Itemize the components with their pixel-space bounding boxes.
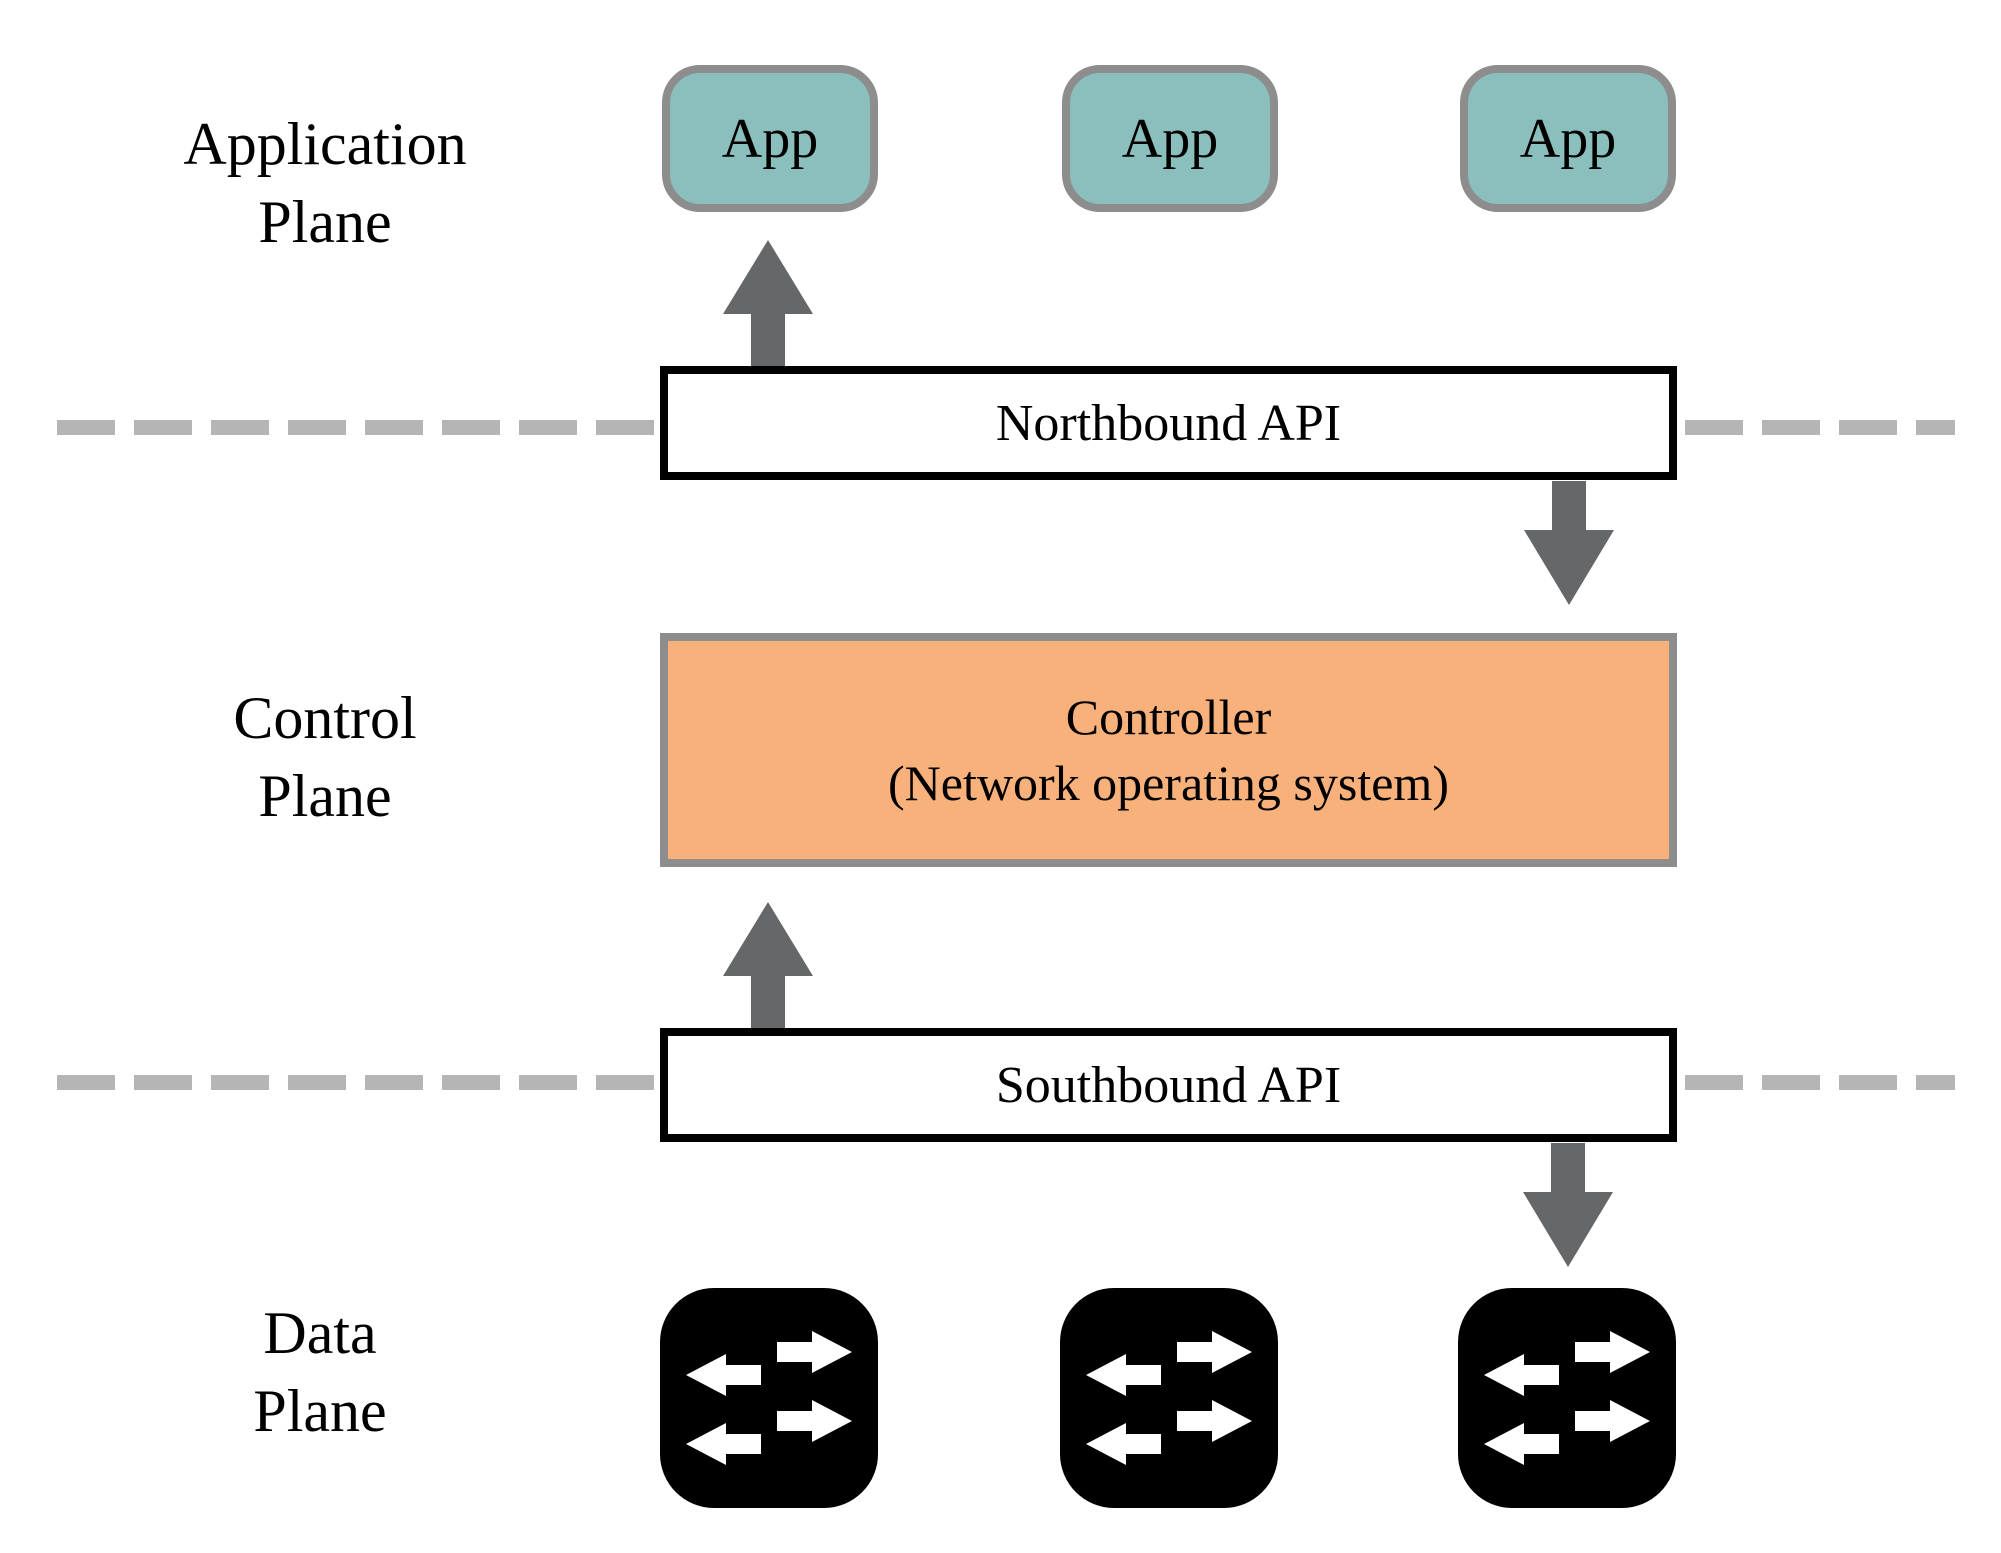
app-box: App [662, 65, 878, 212]
controller-box: Controller (Network operating system) [660, 633, 1677, 867]
down-arrow-icon [1523, 1143, 1613, 1267]
app-box: App [1460, 65, 1676, 212]
controller-sublabel: (Network operating system) [888, 755, 1449, 811]
down-arrow-icon [1524, 481, 1614, 605]
controller-label: Controller [1065, 689, 1272, 745]
northbound-api-label: Northbound API [995, 394, 1342, 452]
network-switch-icon [1060, 1288, 1278, 1508]
app-box: App [1062, 65, 1278, 212]
data-plane-label: Data Plane [253, 1300, 387, 1444]
network-switch-icon [660, 1288, 878, 1508]
control-plane-label: Control Plane [233, 685, 417, 829]
plane-separator-dashed-line [57, 1075, 660, 1090]
plane-separator-dashed-line [1685, 1075, 1955, 1090]
plane-separator-dashed-line [1685, 420, 1955, 435]
southbound-api-bar: Southbound API [660, 1028, 1677, 1142]
southbound-api-label: Southbound API [995, 1056, 1342, 1114]
network-switch-icon [1458, 1288, 1676, 1508]
application-plane-label: Application Plane [183, 111, 467, 255]
northbound-api-bar: Northbound API [660, 366, 1677, 480]
plane-separator-dashed-line [57, 420, 660, 435]
up-arrow-icon [723, 902, 813, 1028]
app-label: App [1519, 107, 1617, 170]
up-arrow-icon [723, 240, 813, 367]
app-label: App [1121, 107, 1219, 170]
app-label: App [721, 107, 819, 170]
